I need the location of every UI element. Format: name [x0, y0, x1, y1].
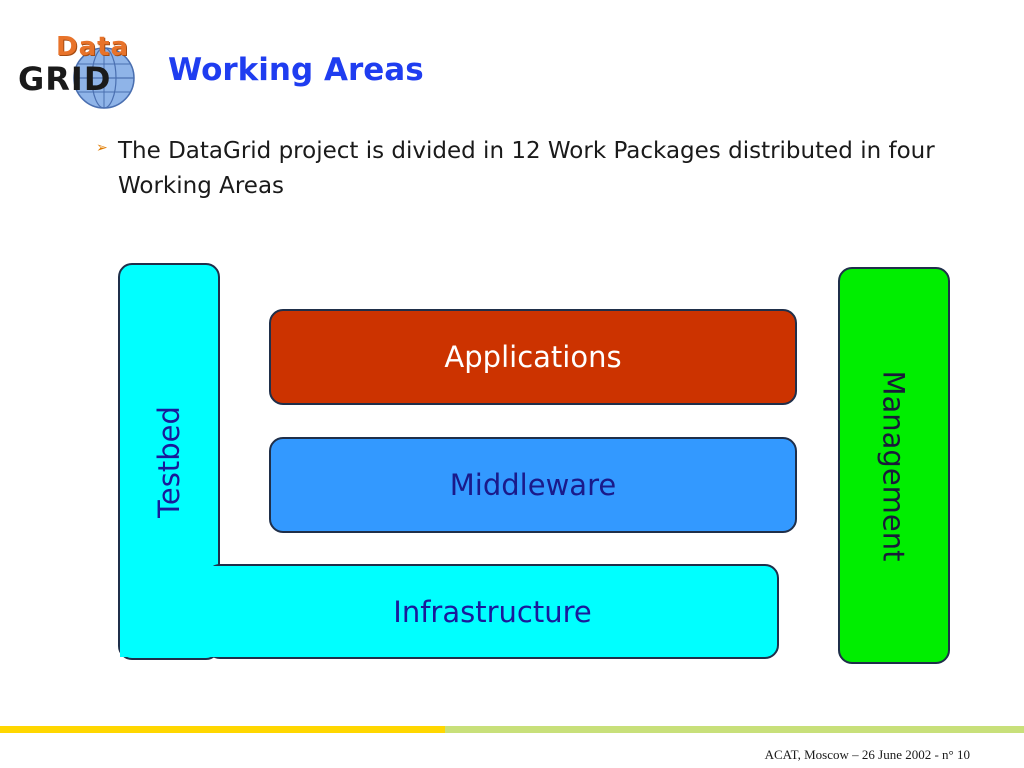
slide-footer: ACAT, Moscow – 26 June 2002 - n° 10 — [764, 747, 970, 762]
logo-data-text: Data — [56, 32, 130, 62]
bullet-text: The DataGrid project is divided in 12 Wo… — [118, 138, 935, 199]
testbed-label-wrap: Testbed — [118, 263, 220, 660]
infrastructure-box: Infrastructure — [206, 564, 779, 659]
middleware-box: Middleware — [269, 437, 797, 533]
management-label: Management — [877, 369, 912, 562]
middleware-label: Middleware — [449, 468, 617, 502]
infrastructure-label: Infrastructure — [393, 594, 592, 629]
logo-grid-text: GRID — [18, 60, 112, 98]
management-label-wrap: Management — [838, 267, 950, 664]
datagrid-logo: Data GRID — [16, 32, 156, 112]
footer-bar-yellow — [0, 726, 445, 733]
management-box — [838, 267, 950, 664]
arrow-bullet-icon: ➢ — [96, 140, 108, 156]
page-title: Working Areas — [168, 52, 424, 88]
applications-label: Applications — [444, 340, 622, 374]
globe-icon — [73, 47, 135, 109]
testbed-infrastructure-joint — [120, 566, 238, 657]
testbed-label: Testbed — [152, 405, 186, 518]
applications-box: Applications — [269, 309, 797, 405]
footer-bar-green — [445, 726, 1024, 733]
